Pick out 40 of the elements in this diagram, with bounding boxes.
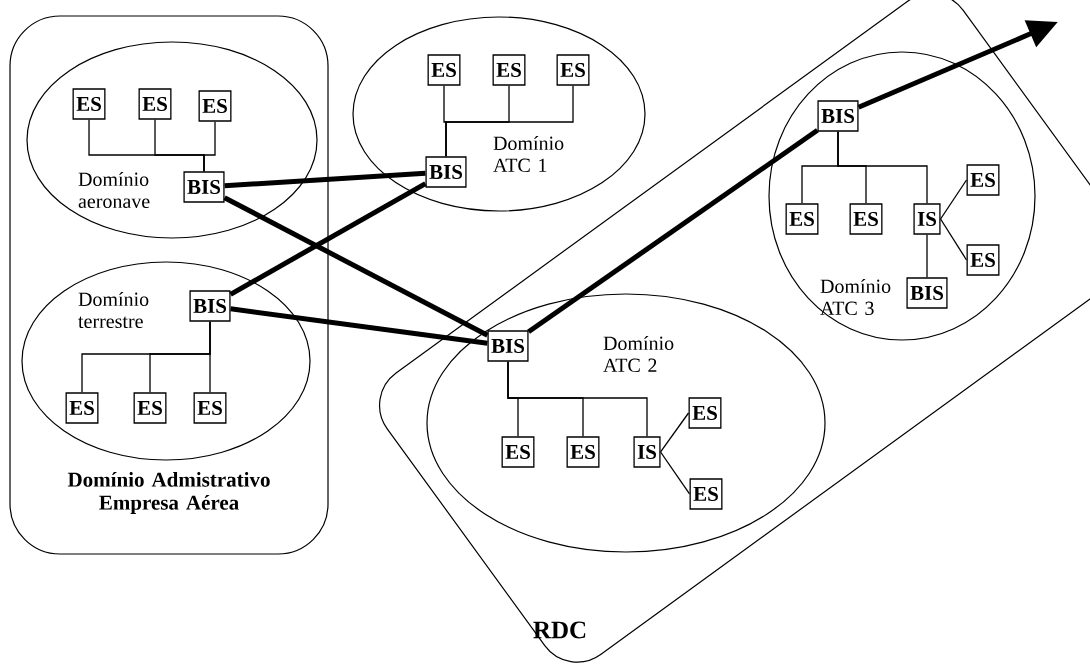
- station-box: ES: [193, 392, 227, 424]
- bus-line: [939, 218, 968, 261]
- bus-line: [507, 361, 648, 437]
- bus-line: [203, 121, 216, 172]
- station-box: ES: [785, 203, 819, 235]
- station-box: BIS: [189, 290, 231, 322]
- link-line: [224, 170, 426, 189]
- station-box: ES: [566, 436, 600, 468]
- bus-line: [209, 321, 211, 393]
- station-box: BIS: [425, 156, 467, 188]
- station-box: BIS: [906, 277, 948, 309]
- bus-line: [926, 234, 928, 278]
- station-box: BIS: [817, 100, 859, 132]
- bus-line: [445, 85, 574, 157]
- station-box: BIS: [183, 171, 225, 203]
- link-line: [229, 181, 427, 297]
- station-box: ES: [138, 88, 172, 120]
- station-box: ES: [427, 54, 461, 86]
- station-box: ES: [198, 90, 232, 122]
- station-box: IS: [913, 203, 941, 235]
- bus-line: [659, 451, 691, 495]
- link-line: [230, 306, 488, 346]
- station-box: BIS: [487, 330, 529, 362]
- station-box: ES: [688, 397, 722, 429]
- station-box: ES: [501, 436, 535, 468]
- bus-line: [837, 131, 928, 204]
- station-box: ES: [556, 54, 590, 86]
- station-box: ES: [966, 164, 1000, 196]
- station-box: ES: [966, 244, 1000, 276]
- station-box: ES: [492, 54, 526, 86]
- station-box: IS: [633, 436, 661, 468]
- bus-line: [659, 412, 690, 453]
- station-box: ES: [849, 203, 883, 235]
- link-line: [223, 195, 489, 338]
- bus-line: [939, 179, 968, 220]
- link-line: [527, 128, 819, 334]
- station-box: ES: [65, 392, 99, 424]
- station-box: ES: [689, 478, 723, 510]
- station-box: ES: [72, 88, 106, 120]
- station-box: ES: [133, 392, 167, 424]
